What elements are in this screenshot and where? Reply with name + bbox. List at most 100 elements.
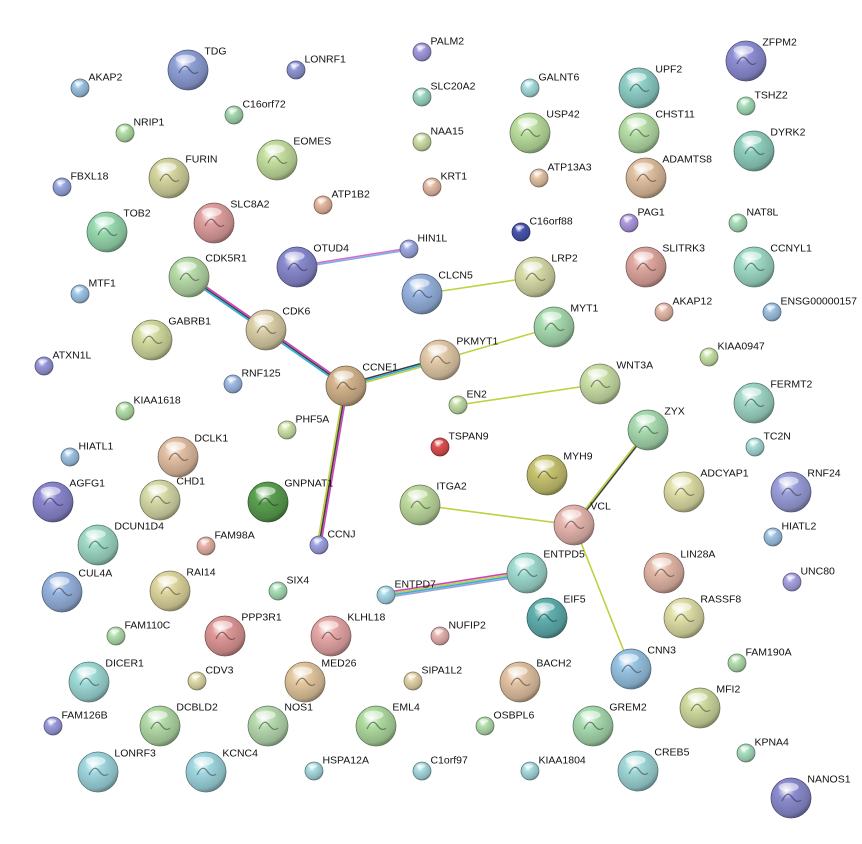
node-eif5[interactable]: EIF5 [526, 594, 586, 639]
node-bach2[interactable]: BACH2 [499, 658, 572, 703]
node-nanos1[interactable]: NANOS1 [770, 774, 851, 819]
node-creb5[interactable]: CREB5 [617, 747, 690, 792]
node-slitrk3[interactable]: SLITRK3 [625, 243, 705, 288]
node-nat8l[interactable]: NAT8L [728, 207, 779, 233]
node-slc20a2[interactable]: SLC20A2 [412, 81, 476, 107]
node-nos1[interactable]: NOS1 [247, 702, 313, 747]
node-atp13a3[interactable]: ATP13A3 [529, 162, 592, 188]
node-klhl18[interactable]: KLHL18 [310, 612, 386, 657]
node-fam98a[interactable]: FAM98A [196, 530, 255, 556]
node-otud4[interactable]: OTUD4 [276, 243, 349, 288]
node-hspa12a[interactable]: HSPA12A [304, 755, 369, 781]
node-myt1[interactable]: MYT1 [533, 303, 599, 348]
node-zyx[interactable]: ZYX [627, 406, 685, 451]
node-galnt6[interactable]: GALNT6 [520, 72, 579, 98]
node-lrp2[interactable]: LRP2 [514, 253, 578, 298]
node-cdv3[interactable]: CDV3 [187, 665, 234, 691]
node-ccnj[interactable]: CCNJ [309, 529, 355, 555]
node-cdk6[interactable]: CDK6 [245, 306, 311, 351]
node-akap12[interactable]: AKAP12 [654, 296, 712, 322]
node-grem2[interactable]: GREM2 [572, 702, 647, 747]
node-hin1l[interactable]: HIN1L [399, 233, 447, 259]
node-cdk5r1[interactable]: CDK5R1 [168, 253, 247, 298]
node-gnpnat1[interactable]: GNPNAT1 [247, 478, 333, 523]
node-hiatl1[interactable]: HIATL1 [60, 441, 113, 467]
node-tdg[interactable]: TDG [167, 46, 227, 91]
node-phf5a[interactable]: PHF5A [277, 414, 329, 440]
node-nrip1[interactable]: NRIP1 [115, 117, 165, 143]
node-six4[interactable]: SIX4 [268, 575, 309, 601]
node-furin[interactable]: FURIN [148, 154, 217, 199]
node-hiatl2[interactable]: HIATL2 [763, 521, 816, 547]
node-adamts8[interactable]: ADAMTS8 [625, 154, 712, 199]
node-chst11[interactable]: CHST11 [618, 109, 695, 154]
node-rai14[interactable]: RAI14 [149, 567, 216, 612]
node-vcl[interactable]: VCL [553, 501, 611, 546]
node-upf2[interactable]: UPF2 [618, 64, 682, 109]
node-atp1b2[interactable]: ATP1B2 [313, 189, 370, 215]
node-nufip2[interactable]: NUFIP2 [430, 620, 486, 646]
node-dicer1[interactable]: DICER1 [68, 658, 144, 703]
node-ccnyl1[interactable]: CCNYL1 [733, 243, 812, 288]
node-entpd5[interactable]: ENTPD5 [506, 549, 585, 594]
node-ppp3r1[interactable]: PPP3R1 [204, 612, 282, 657]
node-lonrf1[interactable]: LONRF1 [286, 54, 346, 80]
node-fam126b[interactable]: FAM126B [43, 710, 108, 736]
node-cul4a[interactable]: CUL4A [41, 568, 112, 613]
node-c16orf72[interactable]: C16orf72 [224, 99, 286, 125]
node-itga2[interactable]: ITGA2 [399, 481, 467, 526]
node-pkmyt1[interactable]: PKMYT1 [419, 336, 499, 381]
node-adcyap1[interactable]: ADCYAP1 [663, 468, 749, 513]
node-dcbld2[interactable]: DCBLD2 [139, 702, 218, 747]
node-lin28a[interactable]: LIN28A [643, 549, 715, 594]
node-mtf1[interactable]: MTF1 [70, 278, 116, 304]
node-kcnc4[interactable]: KCNC4 [185, 748, 258, 793]
node-sipa1l2[interactable]: SIPA1L2 [403, 665, 462, 691]
node-fermt2[interactable]: FERMT2 [733, 379, 813, 424]
node-unc80[interactable]: UNC80 [782, 566, 835, 592]
node-kiaa0947[interactable]: KIAA0947 [699, 341, 765, 367]
node-c1orf97[interactable]: C1orf97 [412, 755, 468, 781]
node-kiaa1618[interactable]: KIAA1618 [115, 395, 181, 421]
node-rnf125[interactable]: RNF125 [223, 368, 281, 394]
node-rnf24[interactable]: RNF24 [770, 468, 841, 513]
node-eml4[interactable]: EML4 [355, 702, 420, 747]
node-mfi2[interactable]: MFI2 [679, 684, 740, 729]
node-clcn5[interactable]: CLCN5 [401, 270, 473, 315]
node-myh9[interactable]: MYH9 [526, 451, 593, 496]
node-kpna4[interactable]: KPNA4 [736, 737, 789, 763]
node-eomes[interactable]: EOMES [256, 136, 331, 181]
node-zfpm2[interactable]: ZFPM2 [725, 37, 797, 82]
node-cnn3[interactable]: CNN3 [610, 645, 676, 690]
node-agfg1[interactable]: AGFG1 [32, 478, 105, 523]
node-rassf8[interactable]: RASSF8 [663, 594, 741, 639]
node-gabrb1[interactable]: GABRB1 [131, 316, 211, 361]
node-pag1[interactable]: PAG1 [619, 207, 665, 233]
node-krt1[interactable]: KRT1 [422, 171, 467, 197]
node-atxn1l[interactable]: ATXN1L [34, 350, 92, 376]
node-wnt3a[interactable]: WNT3A [579, 360, 653, 405]
node-slc8a2[interactable]: SLC8A2 [193, 199, 270, 244]
node-c16orf88[interactable]: C16orf88 [511, 216, 573, 242]
node-dclk1[interactable]: DCLK1 [157, 433, 228, 478]
node-entpd7[interactable]: ENTPD7 [376, 579, 436, 605]
node-dyrk2[interactable]: DYRK2 [733, 127, 806, 172]
node-tspan9[interactable]: TSPAN9 [430, 431, 489, 457]
node-fam190a[interactable]: FAM190A [727, 647, 792, 673]
node-tc2n[interactable]: TC2N [745, 431, 791, 457]
node-dcun1d4[interactable]: DCUN1D4 [77, 521, 164, 566]
node-med26[interactable]: MED26 [284, 658, 357, 703]
node-fbxl18[interactable]: FBXL18 [52, 171, 109, 197]
node-akap2[interactable]: AKAP2 [70, 72, 122, 98]
node-osbpl6[interactable]: OSBPL6 [475, 710, 534, 736]
node-ccne1[interactable]: CCNE1 [325, 362, 398, 407]
node-kiaa1804[interactable]: KIAA1804 [520, 755, 586, 781]
node-en2[interactable]: EN2 [448, 389, 487, 415]
node-lonrf3[interactable]: LONRF3 [77, 748, 156, 793]
node-chd1[interactable]: CHD1 [139, 476, 205, 521]
node-tob2[interactable]: TOB2 [86, 208, 151, 253]
node-naa15[interactable]: NAA15 [412, 126, 464, 152]
node-palm2[interactable]: PALM2 [412, 36, 464, 62]
node-fam110c[interactable]: FAM110C [106, 620, 171, 646]
node-usp42[interactable]: USP42 [509, 109, 580, 154]
